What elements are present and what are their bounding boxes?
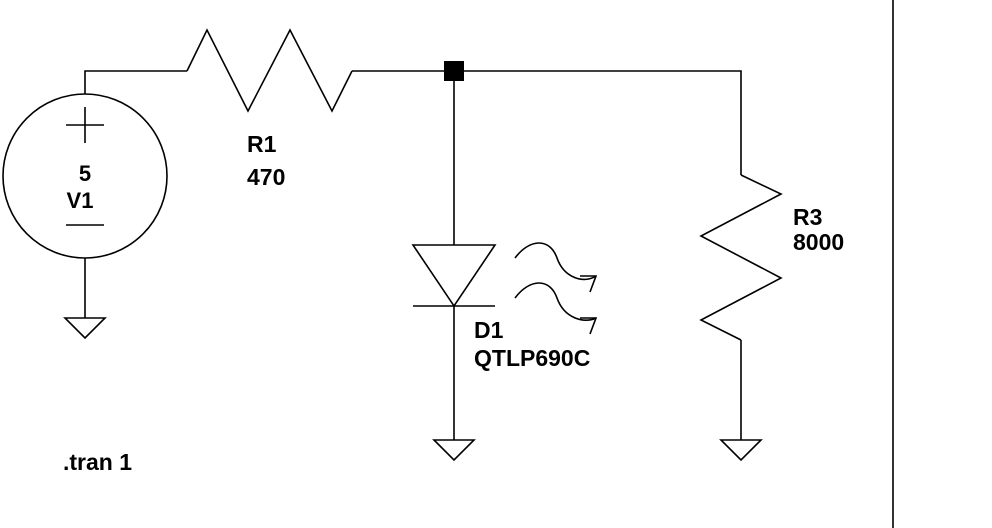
resistor-r3-zigzag xyxy=(699,174,783,341)
r3-value-label: 8000 xyxy=(793,229,844,255)
ground-icon[interactable] xyxy=(432,439,476,462)
v1-value-label: 5 xyxy=(79,161,91,186)
light-emission-arrowhead-lower xyxy=(580,317,598,335)
resistor-r1-zigzag xyxy=(186,28,353,113)
light-emission-arrow-upper xyxy=(514,242,597,281)
resistor-r3[interactable]: R3 8000 xyxy=(699,174,844,341)
wire-v1-to-r1[interactable] xyxy=(84,70,187,94)
wire-r1-to-r3[interactable] xyxy=(352,70,742,175)
spice-directive[interactable]: .tran 1 xyxy=(63,449,132,475)
light-emission-arrow-lower xyxy=(514,282,597,322)
voltage-source-v1[interactable]: 5 V1 xyxy=(2,93,168,259)
resistor-r1[interactable]: R1 470 xyxy=(186,28,353,190)
v1-name-label: V1 xyxy=(67,188,94,213)
led-triangle xyxy=(411,244,497,308)
d1-value-label: QTLP690C xyxy=(474,345,590,371)
ground-icon[interactable] xyxy=(63,317,107,340)
d1-name-label: D1 xyxy=(474,317,504,343)
ground-icon[interactable] xyxy=(719,439,763,462)
r1-value-label: 470 xyxy=(247,164,285,190)
r1-name-label: R1 xyxy=(247,131,277,157)
led-d1[interactable]: D1 QTLP690C xyxy=(411,242,598,371)
light-emission-arrowhead-upper xyxy=(580,275,598,293)
r3-name-label: R3 xyxy=(793,204,822,230)
